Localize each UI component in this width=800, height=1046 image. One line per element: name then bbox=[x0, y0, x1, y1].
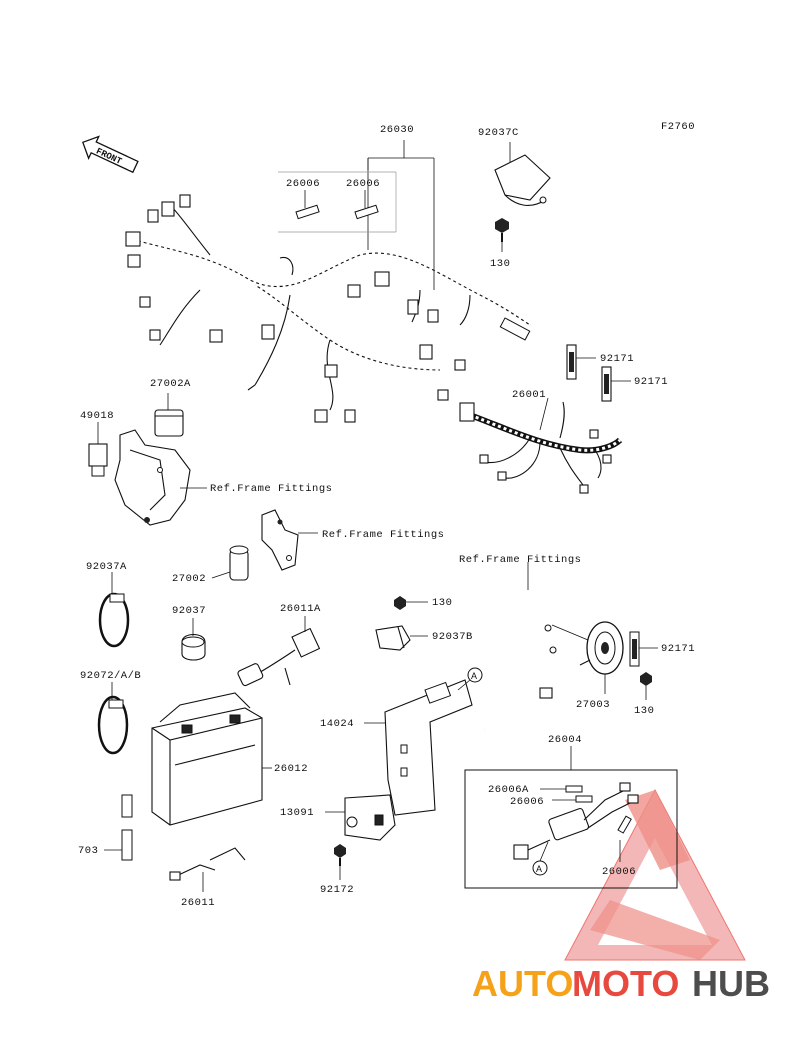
figure-code: F2760 bbox=[661, 121, 695, 133]
bracket-92171-c bbox=[629, 631, 658, 667]
clamp-92037C bbox=[494, 142, 551, 206]
fuse-box-group-frame bbox=[464, 769, 678, 889]
label-92037A: 92037A bbox=[86, 561, 127, 573]
label-92037: 92037 bbox=[172, 605, 206, 617]
label-92037C: 92037C bbox=[478, 127, 519, 139]
label-27002: 27002 bbox=[172, 573, 206, 585]
connector-26011A bbox=[237, 616, 321, 687]
bolt-130-right bbox=[640, 672, 652, 700]
clamp-92037 bbox=[181, 618, 206, 661]
front-arrow-icon: FRONT bbox=[81, 135, 139, 174]
label-92037B: 92037B bbox=[432, 631, 473, 643]
label-ref-frame-2: Ref.Frame Fittings bbox=[322, 529, 444, 541]
main-wiring-harness bbox=[125, 194, 532, 423]
label-26006-d: 26006 bbox=[602, 866, 636, 878]
fuse-box-26004 bbox=[513, 782, 639, 860]
relay-27002 bbox=[211, 545, 249, 581]
battery-26012 bbox=[151, 692, 272, 826]
horn-27003 bbox=[551, 621, 624, 694]
label-49018: 49018 bbox=[80, 410, 114, 422]
label-26012: 26012 bbox=[274, 763, 308, 775]
label-130-mid: 130 bbox=[432, 597, 452, 609]
relay-49018 bbox=[88, 422, 108, 477]
tube-703 bbox=[104, 794, 133, 861]
label-14024: 14024 bbox=[320, 718, 354, 730]
label-26004: 26004 bbox=[548, 734, 582, 746]
label-130-right: 130 bbox=[634, 705, 654, 717]
watermark-text: AUTO MOTO HUB bbox=[472, 963, 770, 1004]
label-27003: 27003 bbox=[576, 699, 610, 711]
label-ref-frame-3: Ref.Frame Fittings bbox=[459, 554, 581, 566]
label-26011A: 26011A bbox=[280, 603, 321, 615]
label-92171-a: 92171 bbox=[600, 353, 634, 365]
watermark-logo bbox=[564, 788, 746, 961]
watermark-hub: HUB bbox=[692, 963, 770, 1004]
clamp-92037B bbox=[375, 625, 428, 651]
label-26011: 26011 bbox=[181, 897, 215, 909]
watermark-moto: MOTO bbox=[572, 963, 679, 1004]
bracket-92171-a bbox=[566, 344, 596, 380]
label-26006A: 26006A bbox=[488, 784, 529, 796]
label-26001: 26001 bbox=[512, 389, 546, 401]
fuse-26006-b bbox=[354, 190, 379, 220]
label-92171-c: 92171 bbox=[661, 643, 695, 655]
label-26006-a: 26006 bbox=[286, 178, 320, 190]
label-13091: 13091 bbox=[280, 807, 314, 819]
bolt-130-top bbox=[495, 218, 509, 242]
callout-a-2: A bbox=[532, 841, 549, 876]
holder-13091 bbox=[325, 794, 396, 841]
watermark-auto: AUTO bbox=[472, 963, 573, 1004]
label-ref-frame-1: Ref.Frame Fittings bbox=[210, 483, 332, 495]
band-92037A bbox=[98, 572, 130, 648]
label-26030: 26030 bbox=[380, 124, 414, 136]
bolt-130-mid bbox=[394, 596, 428, 610]
label-26006-b: 26006 bbox=[346, 178, 380, 190]
callout-a-1: A bbox=[457, 667, 483, 691]
label-130-top: 130 bbox=[490, 258, 510, 270]
label-92072: 92072/A/B bbox=[80, 670, 141, 682]
sub-harness-26001 bbox=[459, 397, 623, 494]
lead-26011 bbox=[169, 847, 246, 892]
label-92172: 92172 bbox=[320, 884, 354, 896]
svg-text:A: A bbox=[536, 864, 542, 874]
label-703: 703 bbox=[78, 845, 98, 857]
label-92171-b: 92171 bbox=[634, 376, 668, 388]
label-26006-c: 26006 bbox=[510, 796, 544, 808]
relay-bracket bbox=[114, 429, 207, 526]
relay-27002-bracket bbox=[261, 509, 318, 571]
horn-bracket bbox=[479, 562, 557, 732]
svg-text:A: A bbox=[471, 671, 477, 681]
bracket-92171-b bbox=[601, 366, 631, 402]
relay-27002A bbox=[154, 393, 184, 437]
cover-14024 bbox=[364, 679, 473, 816]
fuse-26006-a bbox=[295, 190, 320, 220]
screw-92172 bbox=[334, 844, 346, 880]
label-27002A: 27002A bbox=[150, 378, 191, 390]
band-92072 bbox=[97, 682, 129, 755]
